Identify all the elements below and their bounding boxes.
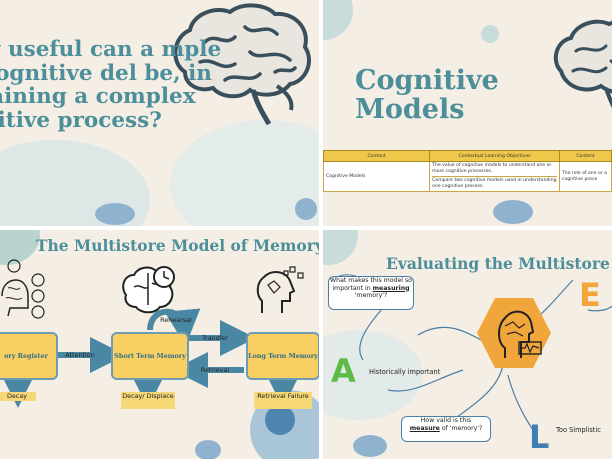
objective-1: The value of cognitive models to underst… xyxy=(432,163,557,177)
question-bubble-importance: What makes this model so important in me… xyxy=(328,276,414,310)
slide-title: The Multistore Model of Memory xyxy=(36,236,319,255)
question-bubble-validity: How valid is this measure of 'memory'? xyxy=(401,416,491,442)
watercolor-blob xyxy=(323,330,423,420)
watercolor-blob xyxy=(265,405,295,435)
watercolor-blob xyxy=(195,440,221,459)
slide-title: Cognitive Models xyxy=(355,65,499,125)
brain-clock-icon xyxy=(122,266,175,314)
table-row: Cognitive Models The value of cognitive … xyxy=(323,161,612,192)
l-point-text: Too Simplistic xyxy=(556,426,601,434)
watercolor-blob xyxy=(353,435,387,457)
decay-displace-outcome: Decay/ Displace xyxy=(121,392,175,409)
table-cell: Cognitive Models xyxy=(323,161,431,192)
question-text: How valid is this xyxy=(420,417,472,424)
watercolor-blob xyxy=(323,0,353,40)
table-header: Contextual Learning Objectives xyxy=(429,150,560,162)
slide-4[interactable]: Evaluating the Multistore M What makes t… xyxy=(323,230,612,459)
long-term-memory-box: Long Term Memory xyxy=(246,332,319,380)
watercolor-blob xyxy=(493,200,533,224)
question-text: What makes this model so important in xyxy=(330,277,412,292)
short-term-memory-box: Short Term Memory xyxy=(111,332,189,380)
retrieval-failure-outcome: Retrieval Failure xyxy=(254,392,312,409)
slide-title: w useful can a mple cognitive del be, in… xyxy=(0,37,222,133)
table-header: Content xyxy=(323,150,431,162)
decay-outcome: Decay xyxy=(0,392,36,401)
letter-a: A xyxy=(331,352,356,390)
transfer-label: Transfer xyxy=(202,334,228,342)
question-text: of 'memory'? xyxy=(441,424,483,432)
sensory-register-box: ory Register xyxy=(0,332,58,380)
flow-arrows xyxy=(0,308,301,408)
letter-l: L xyxy=(529,418,550,456)
brain-icon xyxy=(553,19,612,109)
question-text: 'memory'? xyxy=(354,292,388,299)
a-point-text: Historically important xyxy=(369,368,441,376)
brain-icon xyxy=(173,3,311,126)
slide-2[interactable]: Cognitive Models Content Contextual Lear… xyxy=(323,0,612,226)
watercolor-blob xyxy=(295,198,317,220)
question-emphasis: measure xyxy=(409,424,440,432)
watercolor-blob xyxy=(481,25,499,43)
rehearsal-label: Rehearsal xyxy=(160,316,192,324)
head-network-icon xyxy=(256,266,304,313)
slide-1[interactable]: w useful can a mple cognitive del be, in… xyxy=(0,0,319,226)
watercolor-blob xyxy=(95,203,135,225)
senses-icon xyxy=(1,259,45,319)
attention-label: Attention xyxy=(65,351,95,359)
objective-2: Compare two cognitive models used in und… xyxy=(432,178,557,189)
table-header: Content xyxy=(558,150,612,162)
table-cell: The value of cognitive models to underst… xyxy=(429,161,560,192)
table-cell: The role of one or a cognitive proce xyxy=(558,161,612,192)
hexagon-head-icon xyxy=(477,298,551,368)
letter-e: E xyxy=(579,276,601,314)
question-emphasis: measuring xyxy=(372,284,410,292)
slide-3[interactable]: The Multistore Model of Memory ory Regi xyxy=(0,230,319,459)
slide-title: Evaluating the Multistore M xyxy=(386,254,612,273)
retrieval-label: Retrieval xyxy=(200,366,230,374)
learning-objectives-table: Content Contextual Learning Objectives C… xyxy=(323,150,612,192)
